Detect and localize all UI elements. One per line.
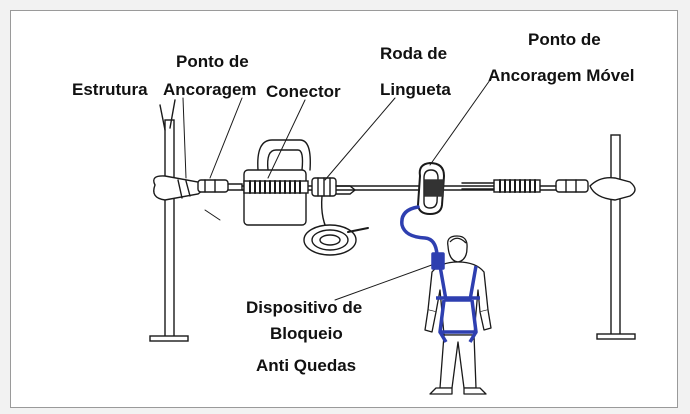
right-energy-absorber	[461, 179, 541, 193]
diagram-frame	[10, 10, 678, 408]
left-anchor-sling	[153, 175, 204, 201]
label-roda-line1: Roda de	[380, 44, 448, 63]
label-dispositivo-line1: Dispositivo de	[246, 298, 363, 317]
safety-harness	[431, 252, 480, 343]
label-pointer-lines	[182, 79, 491, 301]
label-conector: Conector	[266, 82, 341, 101]
ratchet-wheel	[311, 177, 357, 236]
label-roda-line2: Lingueta	[380, 80, 451, 99]
label-estrutura: Estrutura	[72, 80, 148, 99]
label-dispositivo-line3: Anti Quedas	[256, 356, 357, 375]
right-connector	[555, 179, 589, 193]
right-structure-post	[596, 134, 636, 340]
label-movel-line1: Ponto de	[528, 30, 601, 49]
label-movel-line2: Ancoragem Móvel	[488, 66, 635, 85]
right-anchor-sling	[589, 176, 636, 201]
mobile-anchor-carabiner	[416, 161, 446, 216]
label-dispositivo-line2: Bloqueio	[270, 324, 343, 343]
label-ponto-ancoragem-line2: Ancoragem	[163, 80, 257, 99]
left-structure-post	[149, 99, 189, 342]
coiled-rope	[303, 224, 369, 256]
lanyard	[400, 205, 439, 257]
tensioner-spring	[243, 180, 309, 194]
left-connector	[197, 179, 243, 193]
label-ponto-ancoragem-line1: Ponto de	[176, 52, 249, 71]
